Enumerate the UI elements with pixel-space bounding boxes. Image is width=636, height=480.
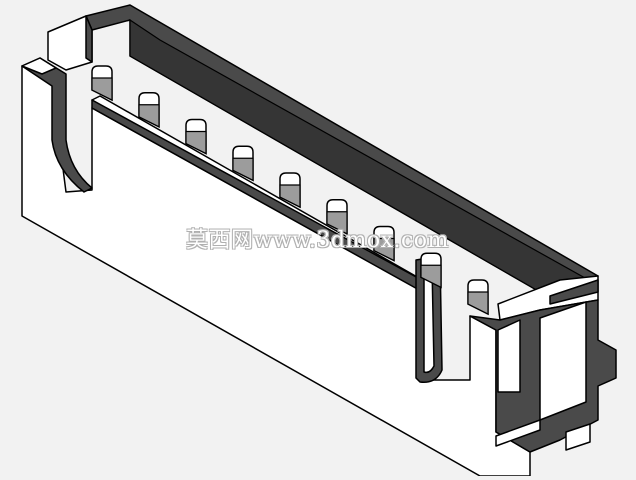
pin-side: [91, 77, 113, 101]
pin-row: [91, 65, 489, 316]
pin: [185, 118, 207, 155]
pin: [467, 279, 489, 316]
pin: [279, 172, 301, 209]
pin-side: [467, 291, 489, 315]
pin: [326, 199, 348, 235]
right-latch-inner: [423, 265, 435, 374]
right-end-block-face-2: [539, 301, 587, 421]
pin-side: [373, 237, 395, 262]
pin-side: [138, 104, 160, 128]
right-end-notch: [565, 423, 591, 451]
pin: [373, 225, 395, 262]
right-end-tab: [549, 279, 599, 305]
pin: [420, 252, 442, 289]
pin-side: [420, 264, 442, 289]
right-end-block-face: [497, 319, 521, 393]
left-upper-block-side: [85, 15, 93, 63]
pin-side: [326, 211, 348, 235]
pin-side: [232, 157, 254, 182]
left-latch-face: [21, 57, 57, 75]
pin-side: [279, 184, 301, 208]
right-end-foot: [495, 419, 541, 447]
pin-side: [185, 130, 207, 155]
pin: [91, 65, 113, 102]
pin: [232, 145, 254, 182]
pin: [138, 92, 160, 128]
watermark-text: 莫西网www.3dmox.com: [186, 228, 449, 253]
left-latch: [21, 57, 93, 193]
